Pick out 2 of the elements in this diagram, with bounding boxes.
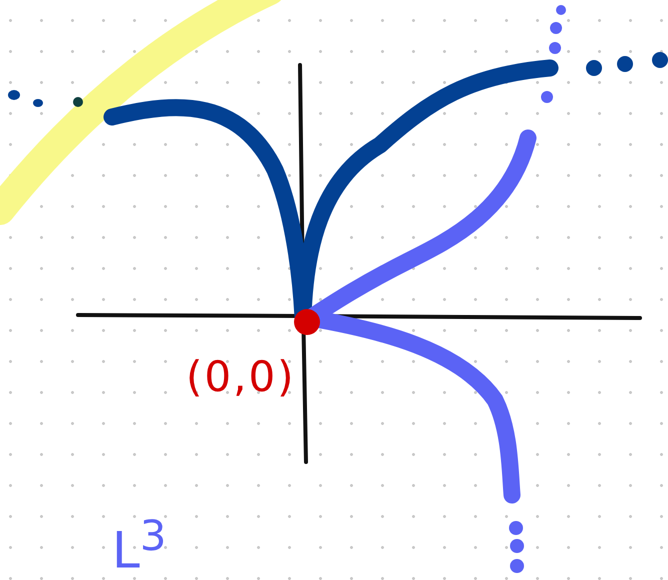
origin-label: (0,0) xyxy=(186,352,296,401)
handwritten-note: L$^{3}$ xyxy=(112,515,166,576)
